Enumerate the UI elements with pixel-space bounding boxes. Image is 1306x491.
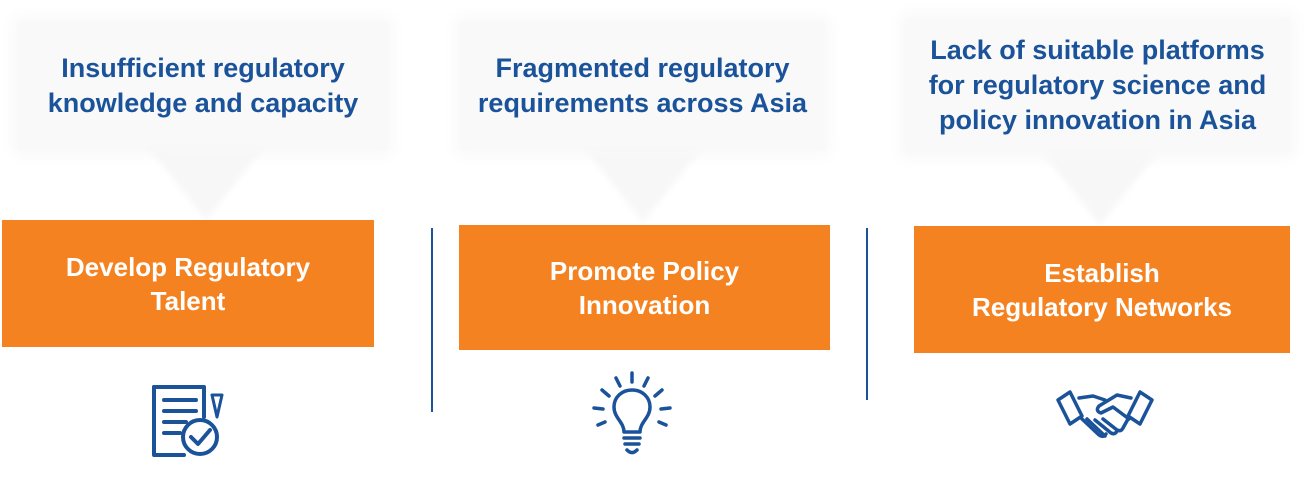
pillar-label-line-2: Regulatory Networks: [971, 291, 1233, 322]
pillar-promote-policy-innovation: Promote Policy Innovation: [459, 225, 830, 350]
pillar-label-line-2: Innovation: [578, 289, 711, 320]
challenge-arrow: [150, 150, 262, 220]
challenge-text: Insufficient regulatory knowledge and ca…: [47, 53, 359, 118]
challenge-box-networks: Lack of suitable platforms for regulator…: [905, 18, 1290, 153]
pillar-establish-regulatory-networks: Establish Regulatory Networks: [914, 226, 1290, 353]
challenge-text: Fragmented regulatory requirements acros…: [477, 53, 808, 118]
column-divider: [431, 228, 433, 412]
pillar-label-line-1: Promote Policy: [549, 255, 740, 286]
challenge-text: Lack of suitable platforms for regulator…: [928, 35, 1267, 135]
lightbulb-icon: [590, 370, 674, 456]
pillar-develop-regulatory-talent: Develop Regulatory Talent: [2, 220, 374, 347]
pillar-label-line-2: Talent: [150, 285, 226, 316]
handshake-icon: [1055, 386, 1155, 444]
challenge-box-talent: Insufficient regulatory knowledge and ca…: [18, 22, 388, 150]
challenge-arrow: [587, 152, 699, 222]
challenge-box-policy: Fragmented regulatory requirements acros…: [460, 22, 825, 150]
pillar-label-line-1: Establish: [1044, 257, 1160, 288]
checklist-document-icon: [150, 383, 228, 459]
challenge-arrow: [1044, 155, 1156, 225]
column-divider: [866, 228, 868, 400]
pillar-label-line-1: Develop Regulatory: [65, 251, 311, 282]
